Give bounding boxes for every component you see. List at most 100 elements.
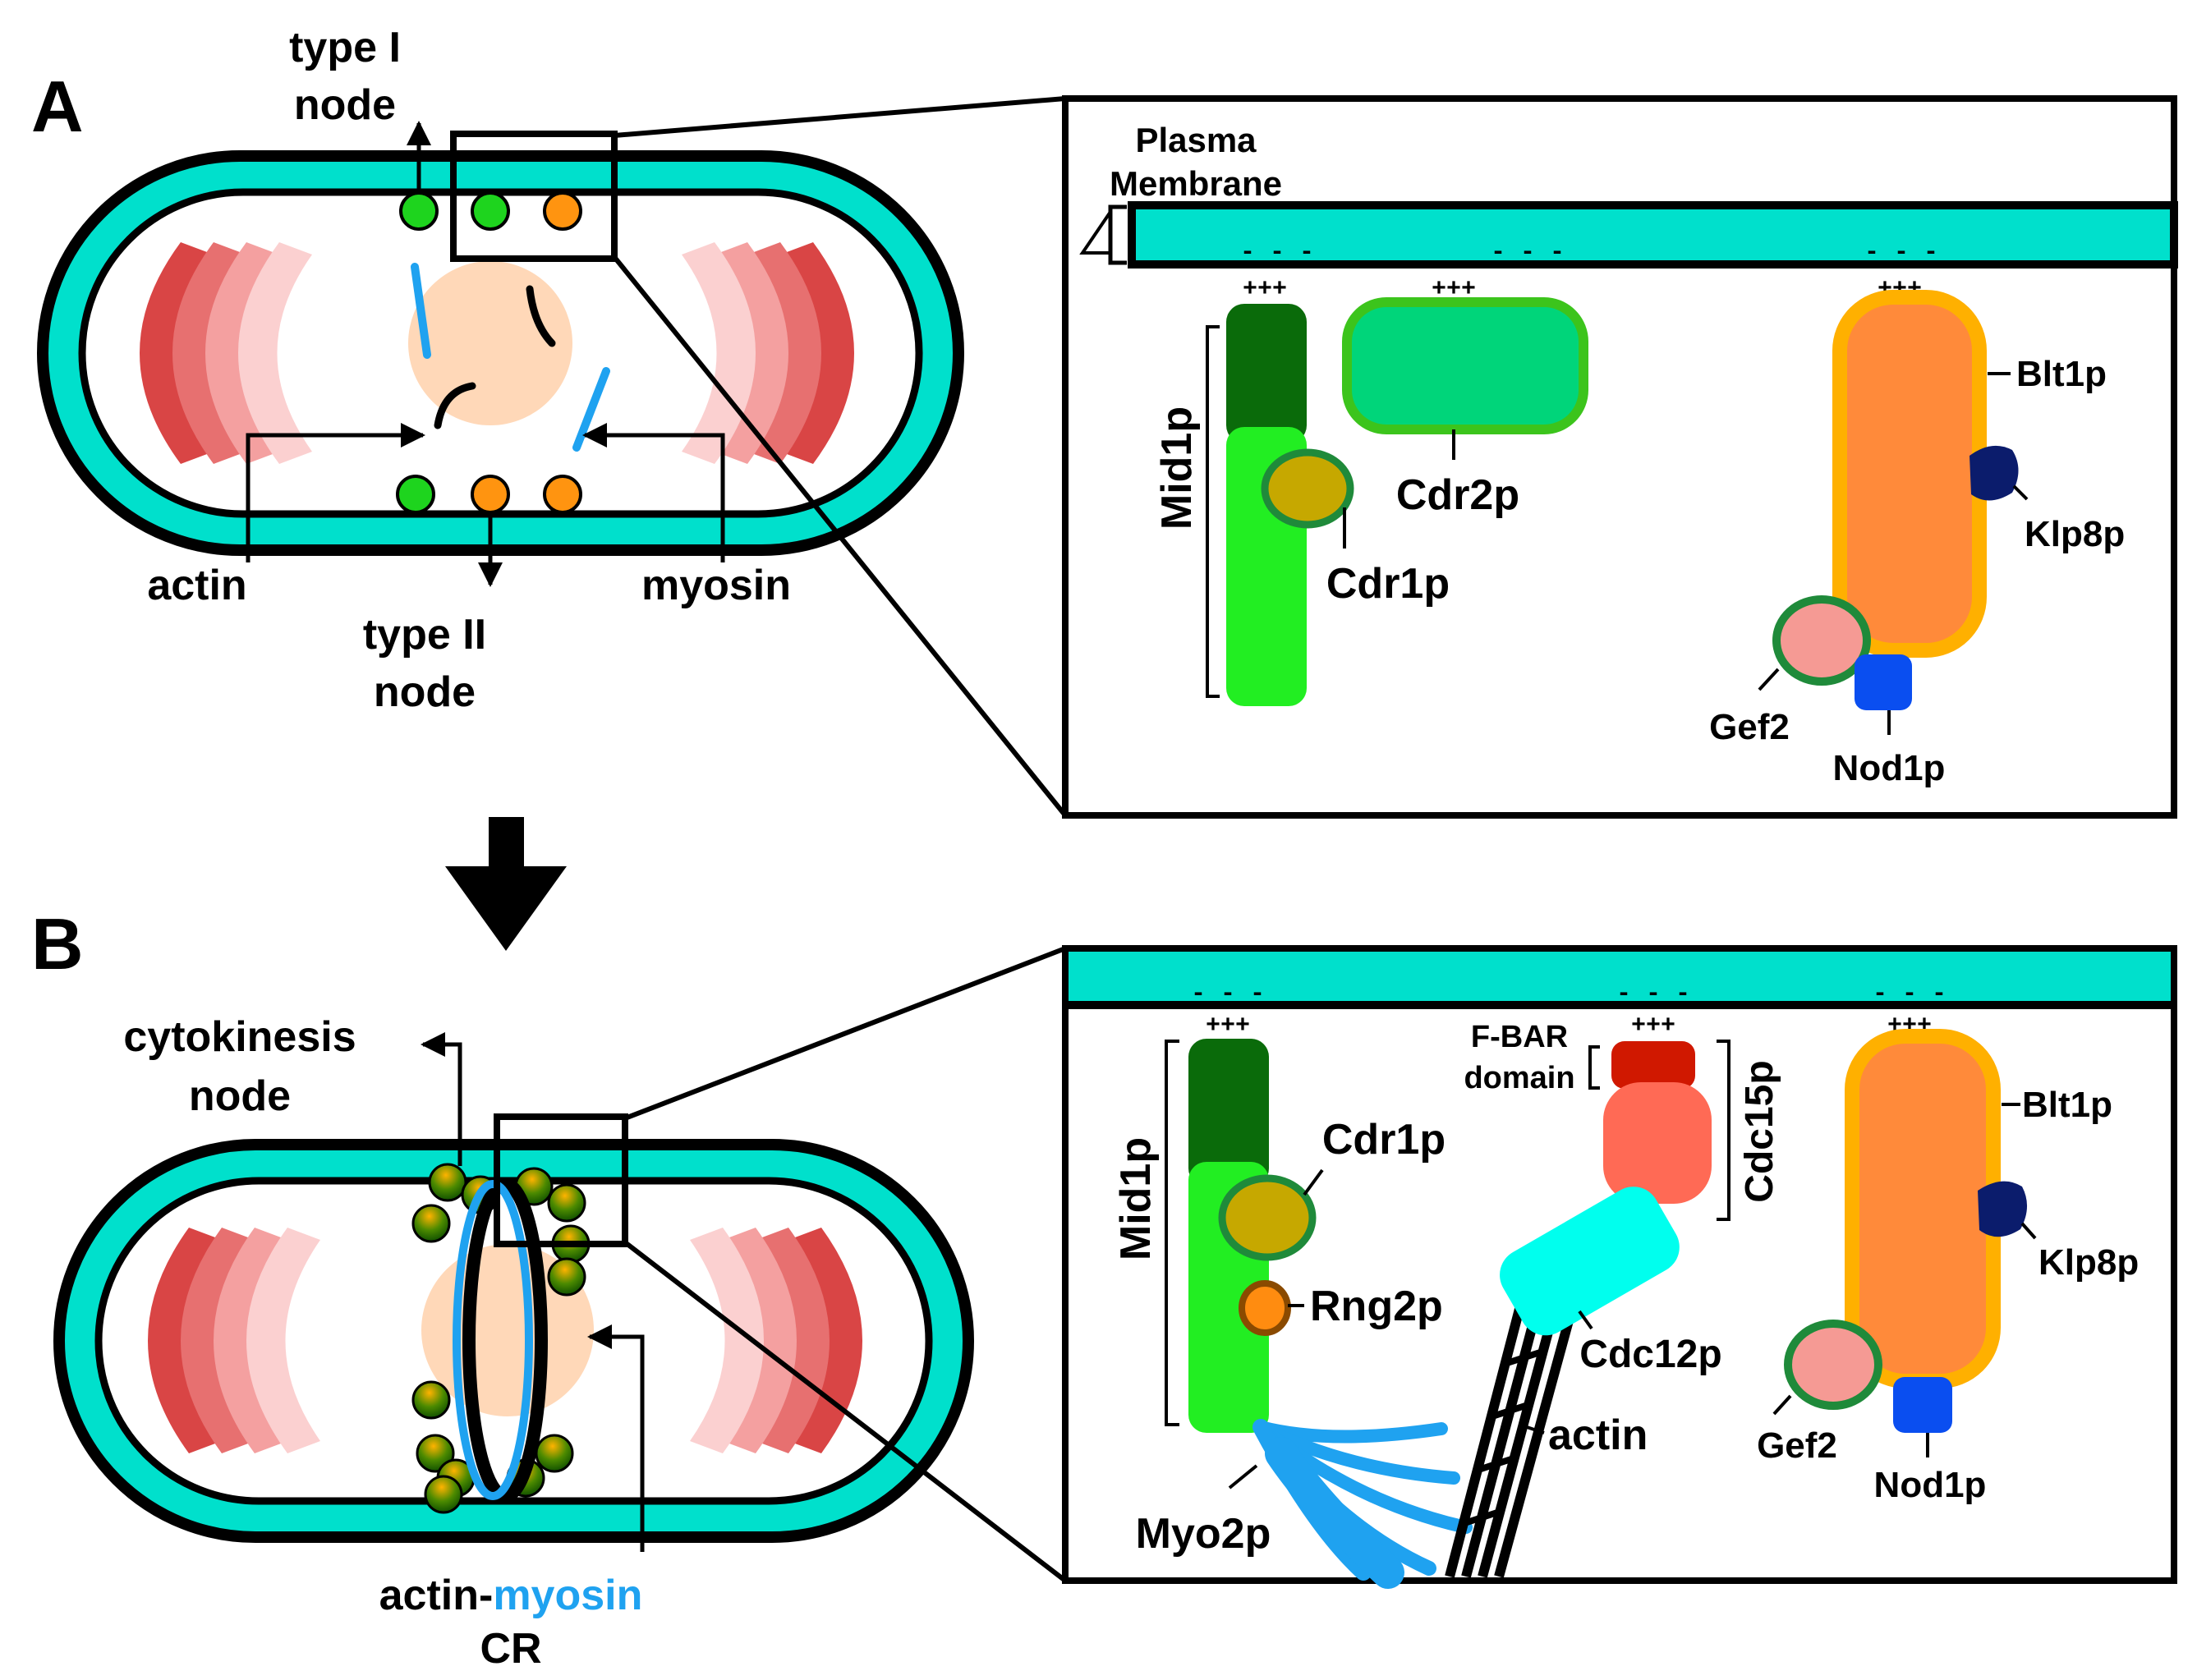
myosin-arrow-a [582, 423, 725, 562]
panel-a: A [31, 24, 2178, 819]
klp8p-label-a: Klp8p [2025, 514, 2125, 554]
type-2-node-label: node [374, 668, 476, 716]
cytokinesis-node [547, 1183, 586, 1223]
actin-filament-a2 [434, 382, 476, 429]
panel-b-letter: B [31, 903, 84, 985]
gef2-protein-a [1772, 595, 1871, 686]
gef2-protein-b [1784, 1320, 1882, 1410]
blt1p-protein-a [1832, 290, 1987, 658]
klp8p-protein-b [1978, 1181, 2028, 1237]
type-2-node [543, 191, 582, 231]
zoom-line [612, 255, 1068, 817]
cytokinesis-node [411, 1380, 451, 1420]
type-1-node-label: node [294, 81, 396, 129]
blt1p-protein-b [1845, 1029, 2001, 1389]
protein-charge: +++ [1243, 276, 1287, 304]
mid1p-bracket [1165, 1040, 1179, 1426]
cytokinesis-node [535, 1434, 574, 1473]
cdc15p-bracket [1717, 1040, 1730, 1221]
membrane-charge: - - - [1873, 980, 1947, 1008]
zoom-box-a [450, 131, 618, 262]
cytokinesis-node-label: cytokinesis [123, 1013, 356, 1061]
type-1-node-label: type I [289, 24, 401, 71]
actin-label-b: actin [1548, 1411, 1648, 1459]
fbar-domain [1611, 1041, 1695, 1089]
rng2p-protein [1239, 1280, 1291, 1336]
nod1p-protein-a [1855, 654, 1912, 710]
zoom-line [623, 946, 1067, 1121]
gef2-label-a: Gef2 [1709, 707, 1790, 747]
type-1-node [471, 191, 510, 231]
cytokinesis-node [424, 1475, 463, 1514]
plasma-membrane-label: Membrane [1110, 164, 1282, 203]
cell-b [53, 1113, 974, 1543]
panel-b: B [31, 903, 2177, 1673]
membrane-bracket [1108, 204, 1127, 265]
membrane-charge: - - - [1191, 980, 1265, 1008]
type-2-node [543, 475, 582, 514]
actin-label-a: actin [147, 562, 246, 609]
cytokinesis-node-label: node [189, 1072, 291, 1120]
type-1-node [399, 191, 439, 231]
protein-charge: +++ [1631, 1012, 1675, 1040]
type-2-node-label: type II [363, 611, 486, 659]
cdr1p-label-b: Cdr1p [1322, 1116, 1446, 1164]
panel-a-letter: A [31, 66, 84, 147]
ring-arrow [587, 1324, 645, 1552]
polarity-crescent-right-b [690, 1228, 862, 1453]
protein-charge: +++ [1206, 1012, 1250, 1040]
nod1p-protein-b [1893, 1377, 1952, 1433]
fbar-label: domain [1464, 1061, 1574, 1095]
zoom-box-b [494, 1113, 628, 1247]
cdr2p-protein-a [1342, 297, 1588, 434]
detail-panel-b: - - - - - - - - - +++ +++ +++ Mid1p Cdr1… [1062, 945, 2177, 1589]
plasma-membrane-b [1069, 952, 2171, 1005]
mid1p-label-a: Mid1p [1153, 406, 1201, 530]
myosin-filament-a2 [572, 367, 610, 452]
cell-a [37, 131, 964, 556]
rng2p-label: Rng2p [1310, 1283, 1443, 1330]
plasma-membrane-label: Plasma [1135, 121, 1257, 159]
cdc12p-protein [1500, 1187, 1680, 1336]
membrane-charge: - - - [1240, 239, 1314, 267]
nod1p-label-b: Nod1p [1874, 1465, 1987, 1505]
actin-arrow-a [246, 423, 425, 562]
cdr2p-label-a: Cdr2p [1396, 471, 1519, 519]
myo2p-protein [1252, 1419, 1473, 1589]
transition-arrow [445, 817, 567, 951]
plasma-membrane-a [1128, 201, 2178, 269]
myosin-filament-a1 [411, 263, 431, 359]
nod1p-label-a: Nod1p [1833, 748, 1946, 788]
gef2-label-b: Gef2 [1757, 1425, 1837, 1466]
contractile-ring-actin [462, 1177, 548, 1503]
contractile-ring-myosin [453, 1180, 533, 1500]
cdr1p-protein-b [1218, 1174, 1317, 1261]
cytokinesis-node-arrow [421, 1032, 462, 1166]
type-1-node [396, 475, 435, 514]
mid1p-label-b: Mid1p [1112, 1137, 1160, 1260]
cdc12p-label: Cdc12p [1579, 1333, 1721, 1376]
myosin-label-a: myosin [641, 562, 791, 609]
detail-panel-a: Plasma Membrane - - - - - - - - - +++ ++… [1062, 95, 2178, 819]
blt1p-label-b: Blt1p [2022, 1085, 2112, 1125]
fbar-label: F-BAR [1471, 1020, 1568, 1054]
cdc15p-protein [1603, 1082, 1712, 1204]
klp8p-protein-a [1969, 445, 2019, 501]
actin-filament-a1 [526, 285, 556, 347]
cytokinesis-node [416, 1434, 455, 1473]
cr-label: CR [480, 1625, 541, 1673]
cytokinesis-node [547, 1257, 586, 1297]
cdr1p-protein-a [1261, 448, 1354, 529]
membrane-charge: - - - [1491, 239, 1565, 267]
cdr1p-label-a: Cdr1p [1326, 560, 1450, 608]
zoom-line [614, 96, 1066, 138]
polarity-crescent-left-b [148, 1228, 320, 1453]
myo2p-label: Myo2p [1136, 1510, 1271, 1558]
type-2-node [471, 475, 510, 514]
actin-filament-bundle [1445, 1292, 1578, 1578]
zoom-line [623, 1240, 1067, 1583]
membrane-charge: - - - [1616, 980, 1690, 1008]
cytokinesis-node [411, 1204, 451, 1243]
actin-myosin-cr-label: actin-myosin [379, 1572, 643, 1619]
